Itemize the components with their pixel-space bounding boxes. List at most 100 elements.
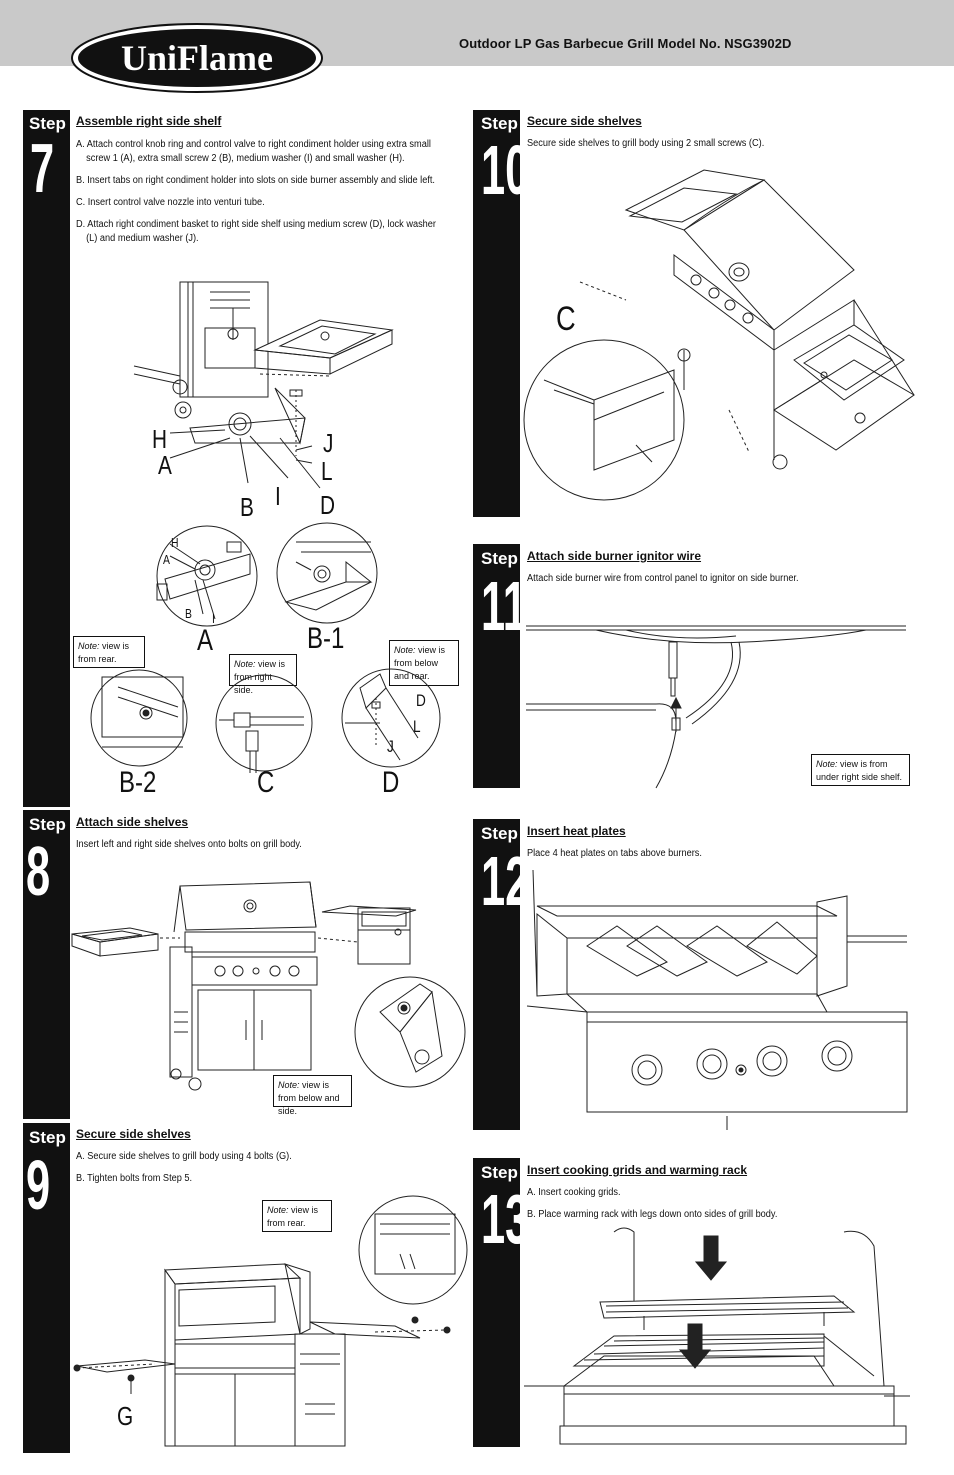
note-step8-below-side: Note: view is from below and side. <box>273 1075 352 1116</box>
step-10-label: Step <box>481 114 518 133</box>
step-12-label: Step <box>481 824 518 843</box>
step-9-label: Step <box>29 1128 66 1147</box>
model-title: Outdoor LP Gas Barbecue Grill Model No. … <box>459 36 792 51</box>
callout-b: B <box>240 492 254 522</box>
step-12-title: Insert heat plates <box>527 824 626 838</box>
step-7-instruction: D. Attach right condiment basket to righ… <box>76 219 436 244</box>
detail-a-callout-i: I <box>212 611 215 626</box>
step-10-title: Secure side shelves <box>527 114 642 128</box>
note-prefix: Note: <box>267 1205 289 1215</box>
step-7-main-illustration <box>133 281 394 489</box>
step-12-instruction: Place 4 heat plates on tabs above burner… <box>527 848 702 859</box>
step-11-title: Attach side burner ignitor wire <box>527 549 702 563</box>
step-9-instructions: A. Secure side shelves to grill body usi… <box>76 1150 444 1194</box>
step-9-illustration <box>73 1195 468 1447</box>
detail-a-callout-a: A <box>163 552 170 567</box>
detail-d-callout-d: D <box>416 691 426 710</box>
step-13-number: 13 <box>481 1180 530 1258</box>
step-7-title: Assemble right side shelf <box>76 114 222 128</box>
detail-label-a: A <box>197 624 214 657</box>
detail-b2-illustration <box>90 669 188 767</box>
uniflame-logo: UniFlame <box>71 23 323 93</box>
detail-a-illustration <box>156 525 258 627</box>
step-11-number: 11 <box>481 567 527 645</box>
note-text: view is from rear. <box>267 1205 319 1228</box>
detail-label-d: D <box>382 766 400 799</box>
step-8-illustration <box>71 881 466 1091</box>
step-7-bar <box>23 110 70 807</box>
step-9-bar <box>23 1123 70 1453</box>
note-text: view is from under right side shelf. <box>816 759 903 782</box>
step-7-instruction: A. Attach control knob ring and control … <box>76 139 431 164</box>
note-step7-below-rear: Note: view is from below and rear. <box>389 640 459 686</box>
step-8-title: Attach side shelves <box>76 815 189 829</box>
step-10-bar <box>473 110 520 517</box>
step-8-number: 8 <box>26 832 51 910</box>
note-text: view is from right side. <box>234 659 286 695</box>
callout-j: J <box>323 428 334 458</box>
step-8-label: Step <box>29 815 66 834</box>
step-8-instructions: Insert left and right side shelves onto … <box>76 838 444 860</box>
step-10-number: 10 <box>481 131 530 209</box>
note-prefix: Note: <box>234 659 256 669</box>
detail-a-callout-h: H <box>171 535 179 550</box>
step-7-instruction: C. Insert control valve nozzle into vent… <box>76 197 265 208</box>
step-12-bar <box>473 819 520 1130</box>
detail-a-callout-b: B <box>185 606 192 621</box>
step-13-title: Insert cooking grids and warming rack <box>527 1163 748 1177</box>
note-prefix: Note: <box>816 759 838 769</box>
note-step9-rear: Note: view is from rear. <box>262 1200 332 1232</box>
callout-g: G <box>117 1401 134 1431</box>
note-prefix: Note: <box>394 645 416 655</box>
step-7-number: 7 <box>30 129 55 207</box>
step-13-instruction: B. Place warming rack with legs down ont… <box>527 1209 778 1220</box>
note-text: view is from rear. <box>78 641 130 664</box>
note-text: view is from below and side. <box>278 1080 340 1116</box>
callout-i: I <box>275 481 281 511</box>
step-11-instructions: Attach side burner wire from control pan… <box>527 572 895 594</box>
step-7-label: Step <box>29 114 66 133</box>
step-12-instructions: Place 4 heat plates on tabs above burner… <box>527 847 895 869</box>
step-8-instruction: Insert left and right side shelves onto … <box>76 839 302 850</box>
callout-h: H <box>152 424 168 454</box>
detail-label-b1: B-1 <box>307 622 345 655</box>
step-12-number: 12 <box>481 842 530 920</box>
note-text: view is from below and rear. <box>394 645 446 681</box>
step-7-instructions: A. Attach control knob ring and control … <box>76 138 444 254</box>
callout-c: C <box>556 300 576 338</box>
step-9-instruction: B. Tighten bolts from Step 5. <box>76 1173 193 1184</box>
step-9-instruction: A. Secure side shelves to grill body usi… <box>76 1151 292 1162</box>
note-step7-rear: Note: view is from rear. <box>73 636 145 668</box>
step-13-bar <box>473 1158 520 1447</box>
step-8-bar <box>23 810 70 1119</box>
step-11-instruction: Attach side burner wire from control pan… <box>527 573 799 584</box>
step-13-illustration <box>524 1227 910 1445</box>
callout-l: L <box>321 456 333 486</box>
step-13-label: Step <box>481 1163 518 1182</box>
detail-label-b2: B-2 <box>119 766 157 799</box>
step-11-label: Step <box>481 549 518 568</box>
detail-d-callout-j: J <box>387 737 394 756</box>
callout-d: D <box>320 490 336 520</box>
detail-d-callout-l: L <box>413 717 421 736</box>
detail-c-illustration <box>215 674 313 773</box>
detail-d-illustration <box>341 668 441 768</box>
note-prefix: Note: <box>278 1080 300 1090</box>
note-prefix: Note: <box>78 641 100 651</box>
svg-text:UniFlame: UniFlame <box>121 38 273 78</box>
step-11-bar <box>473 544 520 788</box>
step-11-illustration <box>526 625 906 789</box>
step-13-instructions: A. Insert cooking grids. B. Place warmin… <box>527 1186 895 1230</box>
step-10-instructions: Secure side shelves to grill body using … <box>527 137 895 159</box>
step-9-number: 9 <box>26 1146 51 1224</box>
detail-b1-illustration <box>276 522 378 624</box>
note-step11-under-shelf: Note: view is from under right side shel… <box>811 754 910 786</box>
step-12-illustration <box>526 869 908 1130</box>
callout-a: A <box>158 450 172 480</box>
step-9-title: Secure side shelves <box>76 1127 191 1141</box>
step-13-instruction: A. Insert cooking grids. <box>527 1187 621 1198</box>
step-7-instruction: B. Insert tabs on right condiment holder… <box>76 175 436 186</box>
step-10-instruction: Secure side shelves to grill body using … <box>527 138 765 149</box>
detail-label-c: C <box>257 766 275 799</box>
step-10-illustration <box>523 169 915 501</box>
